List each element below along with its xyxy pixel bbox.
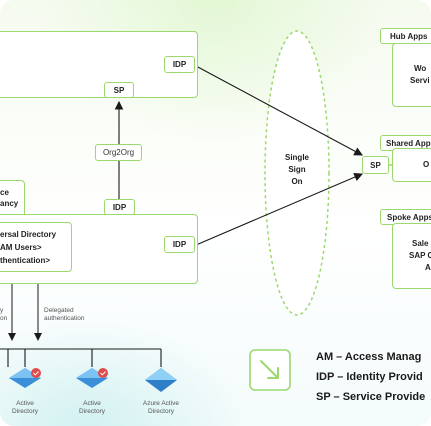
- active-directory-icon-1: [9, 368, 41, 388]
- delegated-left-2: on: [0, 315, 8, 322]
- legend-item-idp: IDP – Identity Provid: [316, 371, 423, 383]
- lower-org-title-2: ancy: [0, 199, 19, 208]
- lower-idp-right-tag: IDP: [164, 236, 195, 253]
- lower-idp-top-tag: IDP: [104, 199, 135, 215]
- shared-apps-box: [392, 148, 431, 182]
- lower-org-title-1: ce: [0, 188, 9, 197]
- spoke-apps-line-2: SAP C: [409, 251, 431, 260]
- arrow-upper-idp-to-sp: [195, 65, 363, 156]
- directory-label-2a: Active: [83, 400, 101, 407]
- legend-item-sp: SP – Service Provide: [316, 391, 426, 403]
- spoke-apps-box: [392, 223, 431, 289]
- sso-line-2: Sign: [288, 165, 306, 174]
- directory-box: [0, 222, 72, 272]
- shared-sp-tag: SP: [362, 156, 389, 174]
- spoke-apps-line-3: A: [425, 263, 431, 272]
- legend-item-am: AM – Access Manag: [316, 351, 422, 363]
- spoke-apps-line-1: Sale: [412, 239, 429, 248]
- directory-line-2: AM Users>: [0, 243, 42, 252]
- delegated-right-1: Delegated: [44, 307, 74, 314]
- org2org-label: Org2Org: [95, 144, 142, 161]
- hub-apps-title: Hub Apps: [380, 28, 431, 44]
- arrow-down-right-icon: [260, 360, 279, 379]
- arrow-lower-idp-to-sp: [195, 172, 364, 246]
- hub-apps-line-2: Servi: [410, 76, 430, 85]
- directory-line-1: ersal Directory: [0, 230, 57, 239]
- directory-label-1a: Active: [16, 400, 34, 407]
- hub-apps-box: [392, 43, 431, 107]
- lower-org-title-box: [0, 180, 25, 220]
- directory-label-1b: Directory: [11, 408, 38, 415]
- directory-label-3b: Directory: [147, 408, 174, 415]
- azure-active-directory-icon: [145, 368, 177, 392]
- upper-sp-tag: SP: [104, 82, 134, 98]
- directory-label-2b: Directory: [78, 408, 105, 415]
- shared-apps-line-1: O: [423, 160, 430, 169]
- upper-idp-tag: IDP: [164, 56, 195, 73]
- directory-label-3a: Azure Active: [142, 400, 180, 407]
- delegated-right-2: authentication: [44, 315, 85, 322]
- delegated-left-1: y: [0, 307, 4, 314]
- sso-line-3: On: [291, 177, 303, 186]
- sso-ellipse: [264, 30, 330, 316]
- hub-apps-line-1: Wo: [414, 64, 427, 73]
- sso-line-1: Single: [284, 153, 309, 162]
- directory-line-3: thentication>: [0, 256, 51, 265]
- active-directory-icon-2: [76, 368, 108, 388]
